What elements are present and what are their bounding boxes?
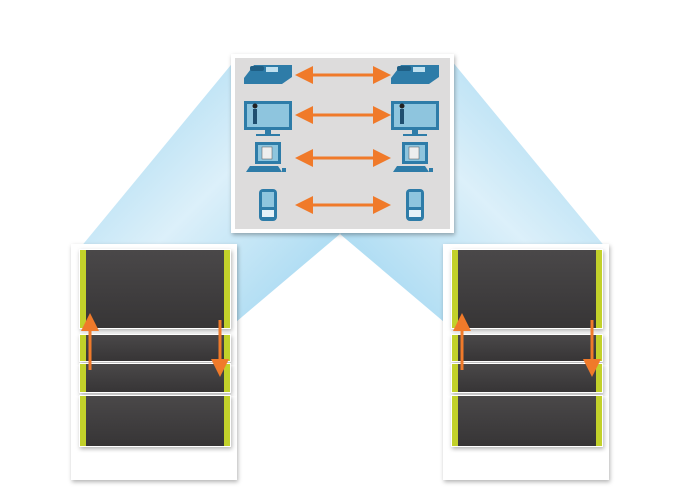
- layer-accent-left: [80, 396, 86, 446]
- mobile-phone-icon: [406, 189, 424, 221]
- layer-accent-right: [224, 396, 230, 446]
- video-display-icon: [391, 101, 439, 136]
- video-display-icon: [244, 101, 292, 136]
- layer-accent-right: [224, 335, 230, 361]
- layer-accent-left: [80, 250, 86, 328]
- layer-accent-right: [596, 335, 602, 361]
- layer-accent-left: [452, 250, 458, 328]
- device-row-2: [244, 101, 439, 136]
- layer-accent-left: [452, 335, 458, 361]
- computer-icon: [393, 142, 433, 172]
- layer-2: [451, 334, 603, 362]
- layer-accent-left: [452, 364, 458, 392]
- layer-accent-right: [224, 250, 230, 328]
- layer-accent-left: [80, 335, 86, 361]
- layer-accent-right: [596, 250, 602, 328]
- layer-1: [79, 249, 231, 329]
- ip-phone-icon: [244, 65, 292, 84]
- layer-3: [451, 363, 603, 393]
- computer-icon: [246, 142, 286, 172]
- layer-1: [451, 249, 603, 329]
- device-row-1: [244, 65, 439, 84]
- layer-2: [79, 334, 231, 362]
- left-protocol-stack: [71, 244, 237, 480]
- ip-phone-icon: [391, 65, 439, 84]
- layer-accent-right: [224, 364, 230, 392]
- layer-4: [79, 395, 231, 447]
- layer-accent-right: [596, 396, 602, 446]
- device-row-4: [259, 189, 424, 221]
- layer-accent-right: [596, 364, 602, 392]
- right-protocol-stack: [443, 244, 609, 480]
- layer-accent-left: [80, 364, 86, 392]
- layer-accent-left: [452, 396, 458, 446]
- mobile-phone-icon: [259, 189, 277, 221]
- device-row-3: [246, 142, 433, 172]
- layer-3: [79, 363, 231, 393]
- layer-4: [451, 395, 603, 447]
